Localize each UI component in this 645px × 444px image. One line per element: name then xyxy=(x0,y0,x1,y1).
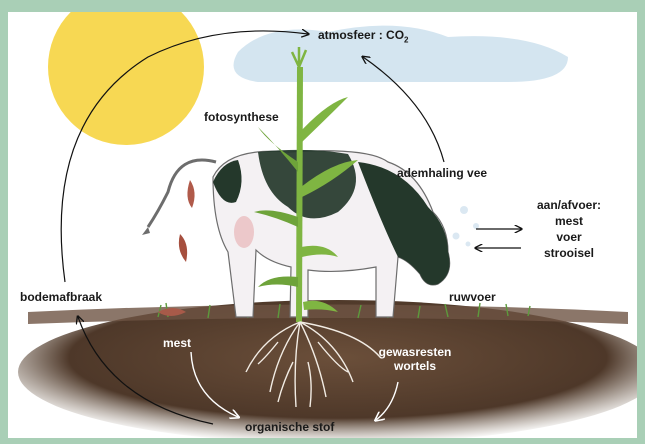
leaf-2 xyxy=(179,234,187,262)
label-atmosfeer: atmosfeer : CO2 xyxy=(318,28,408,47)
label-aanafvoer-mest: mest xyxy=(529,214,609,228)
label-mest-soil: mest xyxy=(163,336,191,350)
label-gewasresten-wortels: gewasresten wortels xyxy=(370,345,460,373)
leaf-1 xyxy=(187,180,194,208)
breath xyxy=(453,206,480,247)
label-ademhaling-vee: ademhaling vee xyxy=(397,166,487,180)
label-fotosynthese: fotosynthese xyxy=(204,110,279,124)
label-aanafvoer-voer: voer xyxy=(529,230,609,244)
label-bodemafbraak: bodemafbraak xyxy=(20,290,102,304)
label-ruwvoer: ruwvoer xyxy=(449,290,496,304)
diagram-panel: atmosfeer : CO2 fotosynthese ademhaling … xyxy=(8,12,637,438)
label-aanafvoer-strooisel: strooisel xyxy=(529,246,609,260)
label-aan-afvoer: aan/afvoer: mest voer strooisel xyxy=(529,198,609,260)
label-gewasresten: gewasresten xyxy=(370,345,460,359)
label-organische-stof: organische stof xyxy=(245,420,334,434)
label-wortels: wortels xyxy=(370,359,460,373)
sun xyxy=(48,12,204,145)
label-aan-afvoer-title: aan/afvoer: xyxy=(529,198,609,212)
